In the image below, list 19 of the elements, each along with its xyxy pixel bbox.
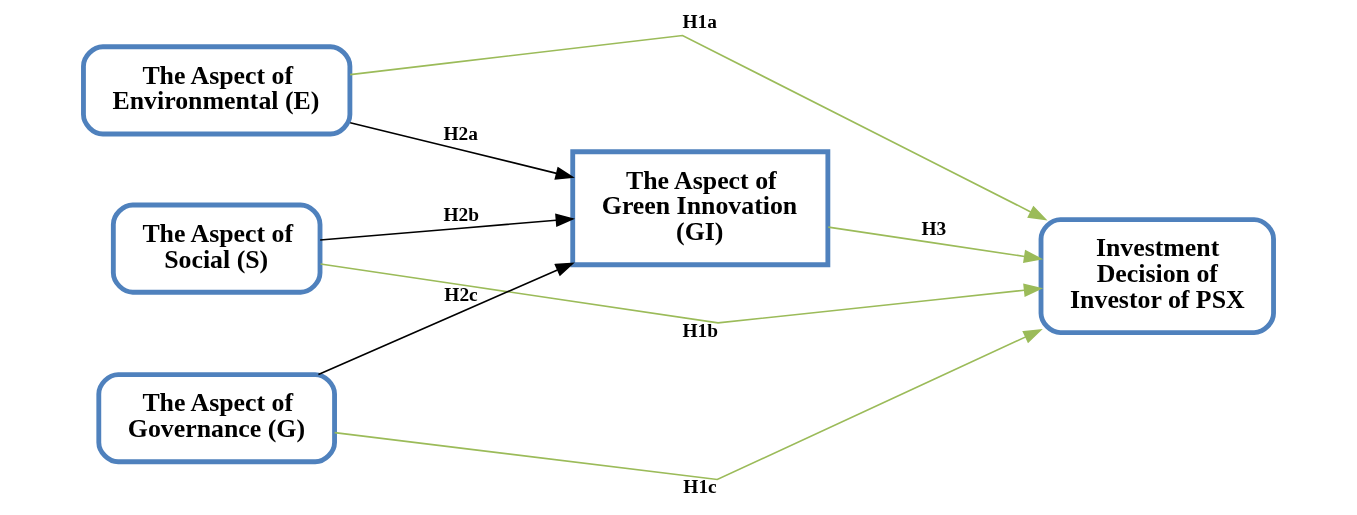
node-box: The Aspect of Green Innovation (GI): [570, 149, 831, 268]
edge-label: H2c: [444, 284, 478, 306]
node-box: The Aspect of Governance (G): [96, 372, 337, 465]
node-box: Investment Decision of Investor of PSX: [1038, 217, 1276, 335]
node-box: The Aspect of Environmental (E): [81, 44, 353, 137]
edge-label: H1c: [683, 476, 717, 498]
edge-label: H2a: [443, 122, 478, 144]
arrow: [827, 226, 1044, 264]
arrow: [349, 121, 575, 180]
arrow: [319, 263, 1044, 324]
node-box: The Aspect of Social (S): [110, 202, 323, 295]
edge-label: H1a: [682, 11, 717, 33]
arrow: [319, 213, 575, 241]
arrow: [333, 329, 1043, 481]
arrow: [317, 262, 575, 376]
edge-label: H3: [921, 218, 947, 240]
edge-label: H2b: [443, 203, 480, 225]
edge-label: H1b: [682, 319, 719, 341]
arrow: [349, 34, 1048, 221]
